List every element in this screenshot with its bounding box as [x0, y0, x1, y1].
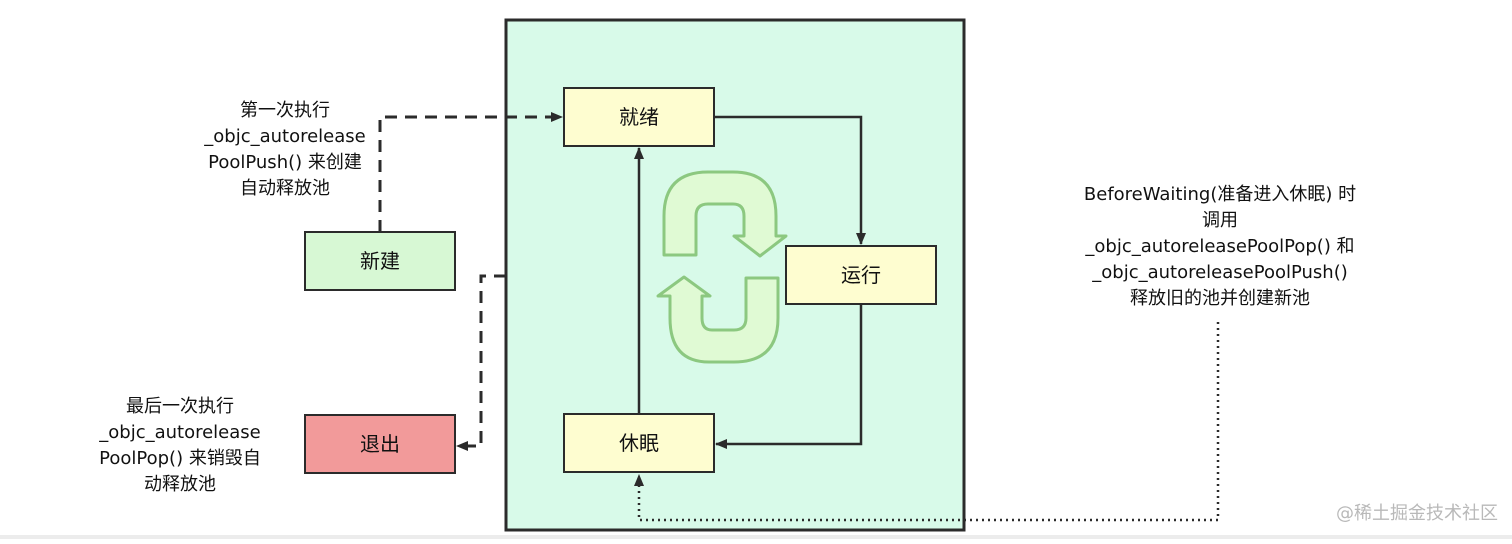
state-running-label: 运行	[841, 263, 881, 287]
note-first-run-line-3: PoolPush() 来创建	[208, 152, 362, 173]
note-last-run-line-2: _objc_autorelease	[99, 422, 261, 443]
note-first-run-line-1: 第一次执行	[240, 100, 330, 121]
arrow-ready-to-running	[714, 115, 866, 245]
note-last-run-line-1: 最后一次执行	[126, 396, 234, 417]
state-new: 新建	[304, 231, 456, 291]
watermark: @稀土掘金技术社区	[1336, 503, 1498, 524]
state-sleeping-label: 休眠	[619, 431, 659, 455]
note-before-waiting-line-4: _objc_autoreleasePoolPush()	[1092, 262, 1348, 283]
arrow-container-to-exit	[456, 274, 506, 451]
note-before-waiting-line-2: 调用	[1202, 210, 1238, 231]
note-first-run-line-4: 自动释放池	[240, 178, 330, 199]
note-last-run: 最后一次执行 _objc_autorelease PoolPop() 来销毁自 …	[60, 394, 300, 498]
note-before-waiting-line-3: _objc_autoreleasePoolPop() 和	[1085, 236, 1355, 257]
bottom-divider	[0, 535, 1512, 539]
state-ready-label: 就绪	[619, 105, 659, 129]
note-first-run-line-2: _objc_autorelease	[204, 126, 366, 147]
state-exit: 退出	[304, 414, 456, 474]
state-ready: 就绪	[563, 87, 715, 147]
state-exit-label: 退出	[360, 432, 400, 456]
cycle-arrow-bottom-icon	[656, 275, 780, 364]
note-before-waiting-line-5: 释放旧的池并创建新池	[1130, 288, 1310, 309]
arrow-before-waiting-to-sleeping	[634, 322, 1220, 522]
note-before-waiting-line-1: BeforeWaiting(准备进入休眠) 时	[1083, 184, 1357, 205]
state-new-label: 新建	[360, 249, 400, 273]
cycle-arrow-top-icon	[662, 170, 788, 258]
arrow-running-to-sleeping	[715, 304, 863, 449]
state-running: 运行	[785, 245, 937, 305]
state-sleeping: 休眠	[563, 413, 715, 473]
note-last-run-line-3: PoolPop() 来销毁自	[99, 448, 261, 469]
note-first-run: 第一次执行 _objc_autorelease PoolPush() 来创建 自…	[150, 98, 420, 202]
note-before-waiting: BeforeWaiting(准备进入休眠) 时 调用 _objc_autorel…	[1040, 182, 1400, 312]
note-last-run-line-4: 动释放池	[144, 474, 216, 495]
